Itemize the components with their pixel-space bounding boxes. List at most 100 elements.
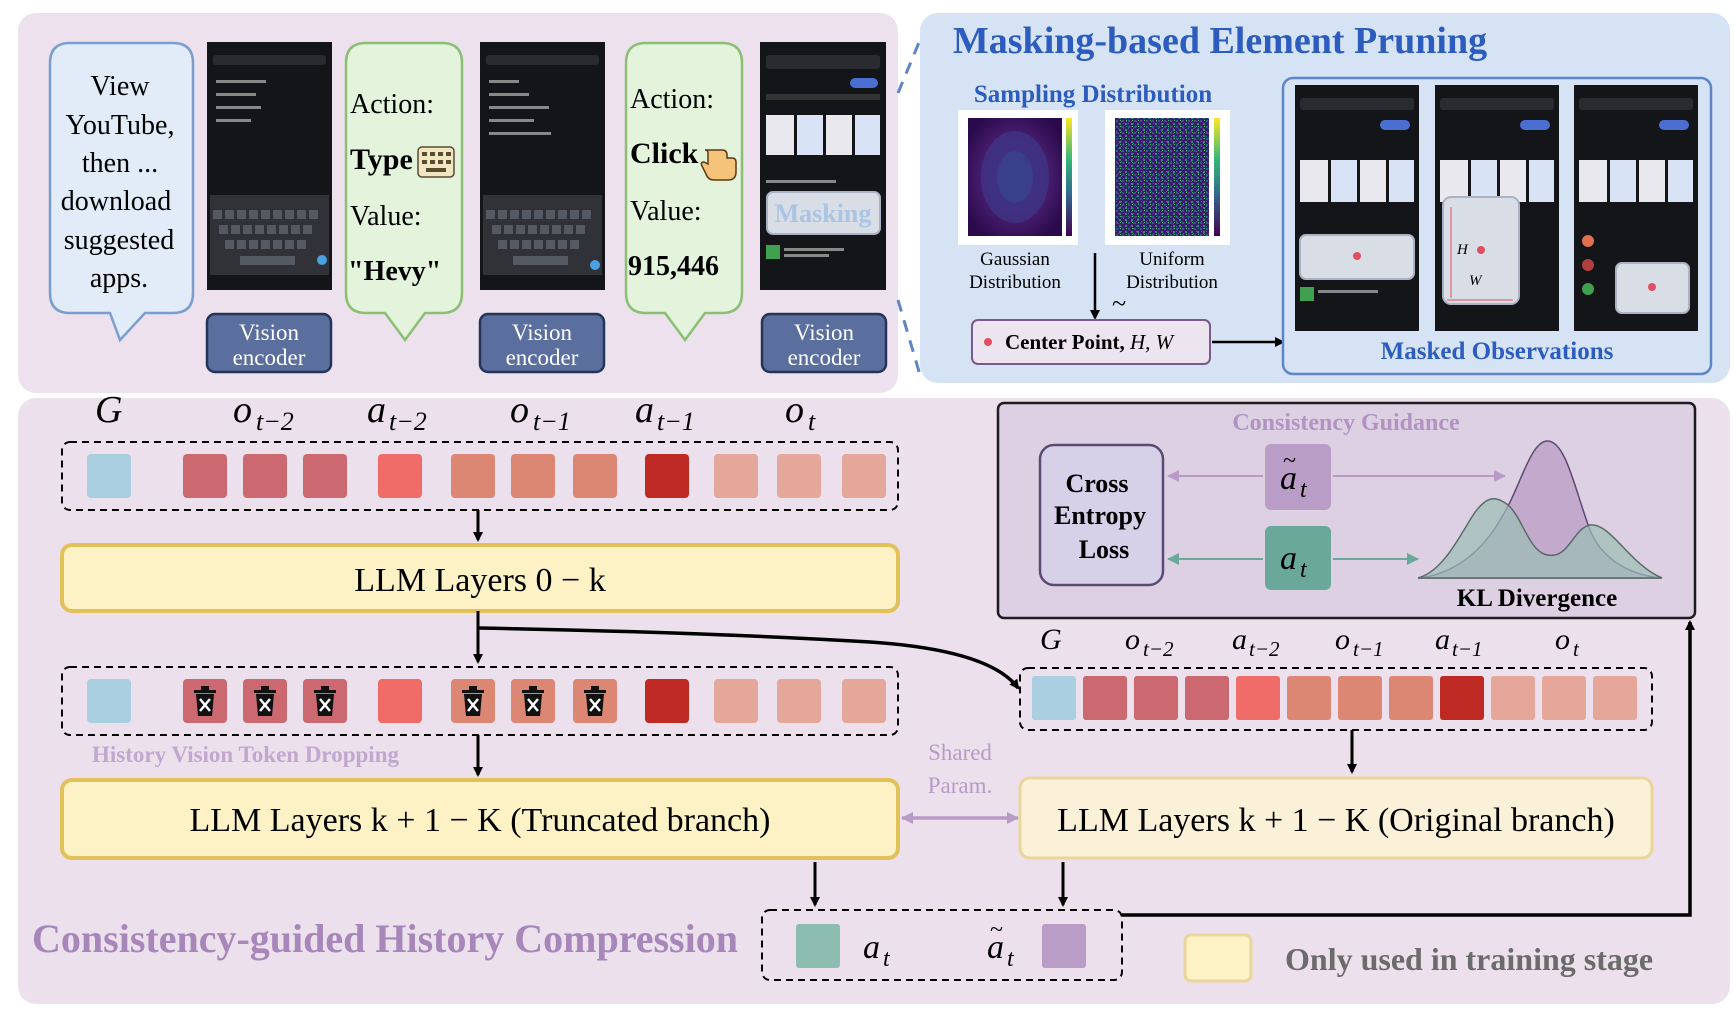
token-goal [87,679,131,723]
screenshot-3 [760,42,886,290]
token-obs-t2 [1185,676,1229,720]
token-sequence-original [1019,667,1653,731]
token-row-original [1032,676,1637,720]
consistency-at-tilde-mark: ~ [1283,448,1296,474]
vision-encoder-2-line-1: Vision [512,320,572,345]
token-obs-t [1542,676,1586,720]
token-sequence-input [61,441,899,511]
token-at [796,924,840,968]
action-1-type: Type [350,143,413,176]
label-o-t1-sub: t−1 [533,407,571,436]
token-obs-t [842,679,886,723]
output-at-label: a [863,929,880,966]
action-bubble-2 [624,41,744,343]
output-at-tilde-label: a [987,929,1004,966]
center-point-vars: H, W [1129,330,1176,354]
consistency-at-tilde-sub: t [1300,477,1308,503]
consistency-at-sub: t [1300,557,1308,583]
token-obs-t [777,454,821,498]
pointing-hand-icon [700,149,737,181]
token-act-t1 [645,679,689,723]
orig-label-o-t: o [1555,623,1570,656]
token-obs-t2 [1083,676,1127,720]
vision-encoder-1-line-2: encoder [233,345,306,370]
label-o-t1: o [510,389,529,431]
shared-param-line-2: Param. [928,773,993,798]
label-o-t-sub: t [808,407,816,436]
zoom-connector-bottom [896,299,922,376]
uniform-plot [1105,110,1230,245]
ce-loss-line-2: Entropy [1054,501,1146,530]
masking-overlay-label: Masking [775,199,872,228]
action-1-value: "Hevy" [348,256,441,287]
instruction-line-5: suggested [64,225,174,256]
masked-screenshot-3 [1574,85,1698,331]
trash-icon [194,686,606,716]
token-obs-t1 [511,454,555,498]
token-act-t2 [1236,676,1280,720]
orig-label-o-t1: o [1335,623,1350,656]
legend-label: Only used in training stage [1285,941,1653,977]
sampling-title: Sampling Distribution [974,81,1212,108]
vision-encoder-1-line-1: Vision [239,320,299,345]
llm-truncated-box [60,778,900,860]
dropping-label: History Vision Token Dropping [92,742,399,767]
label-a-t1: a [635,389,654,431]
masked-screenshot-2 [1435,85,1559,331]
consistency-at-tilde-box [1265,444,1331,510]
keyboard-icon [417,146,455,178]
token-at-tilde [1042,924,1086,968]
screenshot-1 [207,42,332,290]
token-obs-t1 [1287,676,1331,720]
instruction-line-3: then ... [82,148,158,179]
token-obs-t [714,679,758,723]
instruction-line-4: download [61,186,171,217]
masked-screenshot-1 [1295,85,1419,331]
center-point-box [971,319,1211,365]
token-obs-t2 [183,454,227,498]
token-obs-t [714,454,758,498]
token-obs-t1 [1389,676,1433,720]
llm-original-label: LLM Layers k + 1 − K (Original branch) [1057,802,1615,839]
token-obs-t1 [1338,676,1382,720]
masking-overlay [766,191,881,235]
center-point-dot [984,338,992,346]
consistency-at-tilde-label: a [1280,460,1297,497]
token-act-t1 [1440,676,1484,720]
orig-label-o-t-sub: t [1573,637,1580,661]
action-2-type: Click [630,137,699,170]
action-2-value: 915,446 [628,251,719,282]
llm-layers-first-box [60,543,900,613]
gaussian-plot [958,110,1078,245]
vision-encoder-3-line-1: Vision [794,320,854,345]
ce-loss-line-3: Loss [1079,535,1130,564]
token-goal [1032,676,1076,720]
token-act-t2 [378,679,422,723]
label-a-t1-sub: t−1 [657,407,695,436]
instruction-bubble [48,41,195,343]
action-1-value-label: Value: [350,201,422,232]
kl-divergence-label: KL Divergence [1457,585,1617,612]
gaussian-label-line-1: Gaussian [980,249,1050,270]
label-o-t2-sub: t−2 [256,407,294,436]
uniform-label-line-2: Distribution [1126,272,1218,293]
uniform-label-line-1: Uniform [1139,249,1205,270]
masked-observations-label: Masked Observations [1381,338,1614,365]
orig-label-o-t2-sub: t−2 [1143,637,1174,661]
token-obs-t1 [451,454,495,498]
consistency-title: Consistency Guidance [1232,410,1460,436]
masked-w-label: W [1469,273,1483,289]
output-at-sub: t [883,946,891,972]
shared-param-line-1: Shared [928,740,992,765]
label-a-t2: a [367,389,386,431]
label-goal: G [95,389,122,431]
llm-truncated-label: LLM Layers k + 1 − K (Truncated branch) [190,802,771,839]
token-obs-t2 [243,454,287,498]
token-goal [87,454,131,498]
screenshot-2 [480,42,605,290]
vision-encoder-2-line-2: encoder [506,345,579,370]
action-2-label: Action: [630,84,714,115]
token-obs-t2 [1134,676,1178,720]
token-obs-t1 [573,454,617,498]
